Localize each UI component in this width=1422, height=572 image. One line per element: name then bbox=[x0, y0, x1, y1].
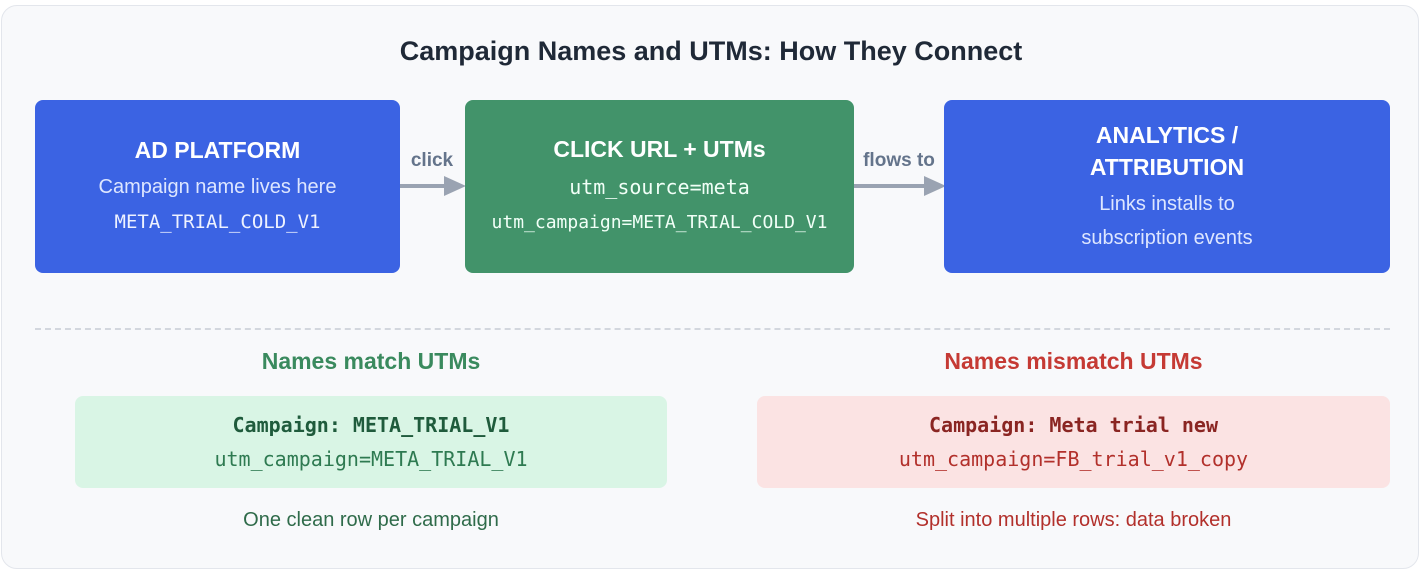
click-url-campaign: utm_campaign=META_TRIAL_COLD_V1 bbox=[491, 211, 828, 233]
analytics-box: ANALYTICS / ATTRIBUTION Links installs t… bbox=[944, 100, 1390, 273]
click-url-heading: CLICK URL + UTMs bbox=[553, 135, 766, 162]
mismatch-utm: utm_campaign=FB_trial_v1_copy bbox=[898, 447, 1249, 471]
ad-platform-heading: AD PLATFORM bbox=[134, 136, 301, 163]
match-utm: utm_campaign=META_TRIAL_V1 bbox=[214, 447, 528, 471]
match-title: Names match UTMs bbox=[261, 348, 481, 374]
match-panel: Campaign: META_TRIAL_V1 utm_campaign=MET… bbox=[75, 396, 667, 488]
arrow-click bbox=[400, 176, 466, 196]
match-caption: One clean row per campaign bbox=[243, 509, 499, 531]
click-url-source: utm_source=meta bbox=[569, 174, 750, 199]
click-url-box: CLICK URL + UTMs utm_source=meta utm_cam… bbox=[465, 100, 854, 273]
arrow-click-label: click bbox=[410, 150, 454, 171]
analytics-heading-line1: ANALYTICS / bbox=[1095, 121, 1239, 148]
mismatch-title: Names mismatch UTMs bbox=[944, 348, 1203, 374]
arrow-flows-to bbox=[854, 176, 946, 196]
arrow-flows-to-label: flows to bbox=[863, 150, 935, 171]
diagram-title: Campaign Names and UTMs: How They Connec… bbox=[399, 36, 1023, 66]
match-campaign: Campaign: META_TRIAL_V1 bbox=[232, 413, 510, 437]
analytics-text-line2: subscription events bbox=[1081, 226, 1253, 249]
ad-platform-code: META_TRIAL_COLD_V1 bbox=[114, 210, 321, 233]
analytics-text-line1: Links installs to bbox=[1099, 192, 1235, 215]
analytics-heading-line2: ATTRIBUTION bbox=[1089, 153, 1245, 180]
mismatch-panel: Campaign: Meta trial new utm_campaign=FB… bbox=[757, 396, 1390, 488]
mismatch-caption: Split into multiple rows: data broken bbox=[915, 509, 1232, 531]
ad-platform-text: Campaign name lives here bbox=[98, 175, 337, 198]
section-divider bbox=[35, 328, 1390, 330]
ad-platform-box: AD PLATFORM Campaign name lives here MET… bbox=[35, 100, 400, 273]
mismatch-campaign: Campaign: Meta trial new bbox=[929, 413, 1218, 437]
